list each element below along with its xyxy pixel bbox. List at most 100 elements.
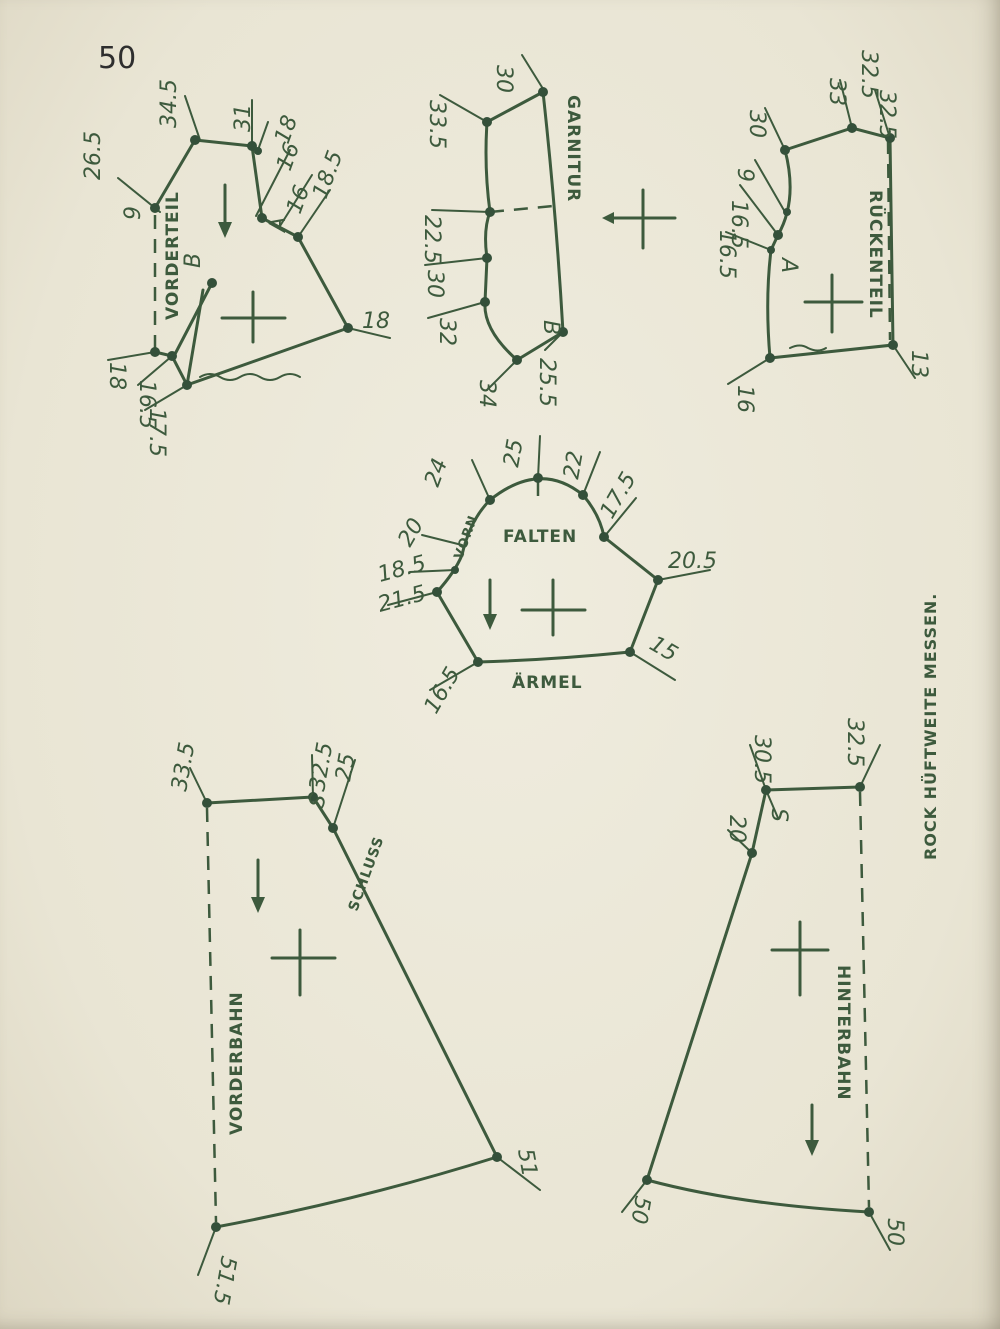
measure-label: 22 bbox=[559, 449, 588, 481]
grain-arrow-head bbox=[602, 212, 614, 224]
hinterbahn-fold-line bbox=[858, 791, 871, 1208]
tick-line bbox=[189, 767, 208, 804]
falten-label: FALTEN bbox=[503, 527, 577, 547]
tick-line bbox=[754, 159, 786, 213]
point-a-label: A bbox=[776, 256, 801, 273]
tick-line bbox=[409, 569, 456, 573]
pattern-point bbox=[451, 566, 459, 574]
garnitur-center-line bbox=[489, 204, 554, 214]
pattern-point bbox=[328, 823, 338, 833]
measure-label: 9 bbox=[121, 206, 146, 220]
measure-label: 16.5 bbox=[726, 200, 751, 249]
tick-line bbox=[257, 121, 269, 151]
tick-line bbox=[107, 351, 156, 361]
measure-label: 20 bbox=[724, 815, 749, 843]
tick-line bbox=[874, 89, 891, 139]
pattern-point bbox=[482, 253, 492, 263]
aermel-outline bbox=[435, 477, 660, 664]
rueckenteil-fold-line bbox=[886, 139, 892, 341]
hinterbahn-dart bbox=[765, 789, 779, 819]
measure-label: 22.5 bbox=[419, 215, 444, 264]
vorderbahn-outline bbox=[205, 795, 499, 1229]
measure-label: 18.5 bbox=[308, 147, 348, 202]
grain-arrow-head bbox=[251, 897, 265, 913]
tick-line bbox=[521, 54, 546, 93]
pattern-point bbox=[150, 347, 160, 357]
pattern-point bbox=[855, 782, 865, 792]
pattern-point bbox=[211, 1222, 221, 1232]
pattern-point bbox=[512, 355, 522, 365]
hinterbahn-label: HINTERBAHN bbox=[833, 965, 853, 1101]
tick-line bbox=[839, 79, 853, 129]
vorderbahn-fold-line bbox=[205, 807, 218, 1223]
tick-line bbox=[137, 355, 173, 386]
measure-label: 32.5 bbox=[842, 718, 867, 767]
pattern-point bbox=[599, 532, 609, 542]
point-s-label: S bbox=[766, 808, 791, 822]
garnitur-outline bbox=[483, 90, 565, 362]
pattern-point bbox=[578, 490, 588, 500]
tick-line bbox=[197, 1226, 217, 1276]
measure-label: 33 bbox=[824, 78, 849, 106]
tick-line bbox=[892, 344, 916, 379]
tick-line bbox=[347, 327, 391, 339]
measure-label: 32.5 bbox=[874, 90, 899, 139]
measure-label: 16 bbox=[272, 139, 305, 174]
measure-label: 20 bbox=[394, 514, 430, 551]
measure-label: 16.5 bbox=[714, 230, 739, 279]
tick-line bbox=[496, 1156, 541, 1191]
vorderbahn-piece: VORDERBAHN SCHLUSS S 33.5 32.5 25 51 51.… bbox=[167, 740, 541, 1306]
tick-line bbox=[739, 184, 779, 236]
pattern-point bbox=[485, 495, 495, 505]
measure-label: 13 bbox=[906, 350, 931, 378]
measure-label: 9 bbox=[732, 168, 757, 182]
tick-line bbox=[868, 1211, 891, 1251]
pattern-point bbox=[343, 323, 353, 333]
point-b-label: B bbox=[538, 320, 563, 335]
tick-line bbox=[144, 384, 188, 411]
measure-label: 32.5 bbox=[856, 50, 881, 99]
measure-label: 30 bbox=[422, 270, 447, 298]
rueckenteil-label: RÜCKENTEIL bbox=[865, 190, 887, 319]
tick-line bbox=[486, 359, 518, 391]
measure-label: 20.5 bbox=[668, 549, 717, 574]
tick-line bbox=[537, 435, 541, 479]
grain-arrow-head bbox=[218, 222, 232, 238]
pattern-point bbox=[247, 141, 257, 151]
tick-line bbox=[727, 357, 771, 385]
side-note: ROCK HÜFTWEITE MESSEN. bbox=[921, 593, 940, 860]
tick-line bbox=[471, 459, 491, 501]
pattern-point bbox=[492, 1152, 502, 1162]
page-number: 50 bbox=[98, 41, 136, 76]
measure-label: 18 bbox=[104, 362, 129, 390]
measure-label: 17.5 bbox=[144, 408, 169, 457]
pattern-point bbox=[480, 297, 490, 307]
pattern-point bbox=[783, 208, 791, 216]
measure-label: 34 bbox=[474, 380, 499, 408]
pattern-point bbox=[864, 1207, 874, 1217]
garnitur-label: GARNITUR bbox=[563, 95, 583, 202]
measure-label: 24 bbox=[420, 455, 453, 490]
tick-line bbox=[184, 95, 201, 141]
tick-line bbox=[582, 451, 601, 496]
tick-line bbox=[859, 744, 881, 788]
pattern-point bbox=[888, 340, 898, 350]
pattern-point bbox=[167, 351, 177, 361]
tick-line bbox=[621, 1179, 648, 1213]
pattern-point bbox=[182, 380, 192, 390]
measure-label: 25 bbox=[499, 437, 528, 469]
vorderteil-gather-mark bbox=[199, 373, 301, 381]
pattern-point bbox=[150, 203, 160, 213]
pattern-point bbox=[847, 123, 857, 133]
pattern-point bbox=[533, 473, 543, 483]
measure-label: 30 bbox=[744, 110, 769, 138]
tick-line bbox=[332, 759, 356, 829]
measure-label: 50 bbox=[882, 1218, 907, 1246]
measure-label: 16.5 bbox=[134, 380, 159, 429]
tick-line bbox=[439, 94, 488, 123]
pattern-point bbox=[558, 327, 568, 337]
hinterbahn-piece: HINTERBAHN S 30.5 20 32.5 50 50 bbox=[621, 718, 907, 1251]
pattern-point bbox=[485, 207, 495, 217]
